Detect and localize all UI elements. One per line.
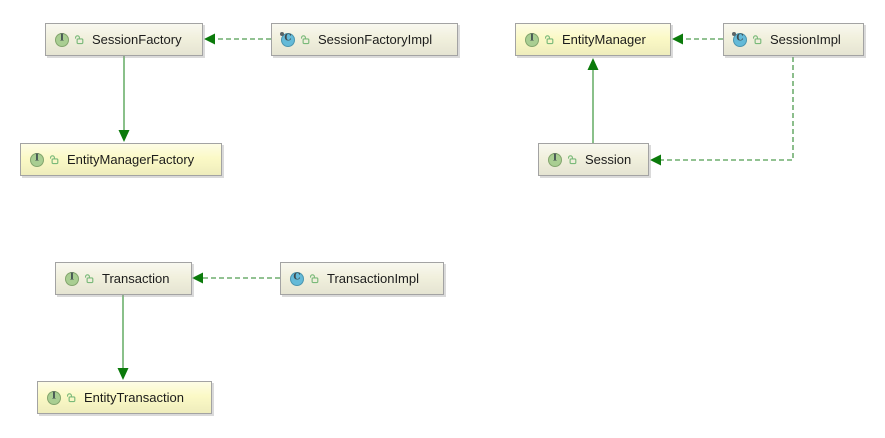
node-entitymanagerfactory[interactable]: I EntityManagerFactory bbox=[20, 143, 222, 176]
edge-session-to-entitymanager[interactable] bbox=[587, 58, 599, 143]
public-lock-icon bbox=[752, 35, 762, 45]
interface-icon: I bbox=[55, 32, 69, 47]
dashed-connector-line bbox=[661, 57, 794, 161]
edge-sessionfactory-to-entitymanagerfactory[interactable] bbox=[118, 56, 130, 142]
node-label: EntityManagerFactory bbox=[67, 152, 195, 167]
public-lock-icon bbox=[300, 35, 310, 45]
public-lock-icon bbox=[84, 274, 94, 284]
node-transactionimpl[interactable]: C TransactionImpl bbox=[280, 262, 444, 295]
arrowhead-icon bbox=[672, 33, 683, 45]
class-icon: C bbox=[290, 271, 304, 286]
node-label: Session bbox=[585, 152, 632, 167]
edge-transactionimpl-to-transaction[interactable] bbox=[192, 272, 280, 284]
class-icon: C bbox=[280, 31, 295, 47]
public-lock-icon bbox=[49, 155, 59, 165]
node-session[interactable]: I Session bbox=[538, 143, 649, 176]
node-sessionimpl[interactable]: C SessionImpl bbox=[723, 23, 864, 56]
arrowhead-icon bbox=[117, 368, 129, 380]
node-label: EntityTransaction bbox=[84, 390, 184, 405]
arrowhead-icon bbox=[118, 130, 130, 142]
node-entitytransaction[interactable]: I EntityTransaction bbox=[37, 381, 212, 414]
node-label: TransactionImpl bbox=[327, 271, 419, 286]
node-transaction[interactable]: I Transaction bbox=[55, 262, 192, 295]
edge-sessionimpl-to-session[interactable] bbox=[650, 57, 794, 166]
arrowhead-icon bbox=[192, 272, 203, 284]
edge-transaction-to-entitytransaction[interactable] bbox=[117, 295, 129, 380]
type-letter: I bbox=[59, 33, 65, 44]
node-label: Transaction bbox=[102, 271, 170, 286]
node-sessionfactory[interactable]: I SessionFactory bbox=[45, 23, 203, 56]
type-letter: I bbox=[552, 153, 558, 164]
arrowhead-icon bbox=[587, 58, 599, 70]
class-icon: C bbox=[732, 31, 747, 47]
public-lock-icon bbox=[66, 393, 76, 403]
interface-icon: I bbox=[525, 32, 539, 47]
type-letter: C bbox=[293, 272, 301, 283]
arrowhead-icon bbox=[204, 33, 215, 45]
interface-icon: I bbox=[548, 152, 562, 167]
node-entitymanager[interactable]: I EntityManager bbox=[515, 23, 671, 56]
node-label: EntityManager bbox=[562, 32, 646, 47]
public-lock-icon bbox=[567, 155, 577, 165]
public-lock-icon bbox=[309, 274, 319, 284]
interface-icon: I bbox=[30, 152, 44, 167]
public-lock-icon bbox=[544, 35, 554, 45]
interface-icon: I bbox=[47, 390, 61, 405]
type-letter: C bbox=[736, 33, 744, 44]
edge-sessionfactoryimpl-to-sessionfactory[interactable] bbox=[204, 33, 271, 45]
node-label: SessionFactory bbox=[92, 32, 182, 47]
node-label: SessionFactoryImpl bbox=[318, 32, 433, 47]
public-lock-icon bbox=[74, 35, 84, 45]
node-label: SessionImpl bbox=[770, 32, 841, 47]
modifier-dot-icon bbox=[732, 31, 736, 36]
type-letter: I bbox=[529, 33, 535, 44]
arrowhead-icon bbox=[650, 154, 661, 166]
edge-sessionimpl-to-entitymanager[interactable] bbox=[672, 33, 723, 45]
type-letter: C bbox=[284, 33, 292, 44]
type-letter: I bbox=[51, 391, 57, 402]
modifier-dot-icon bbox=[280, 31, 284, 36]
node-sessionfactoryimpl[interactable]: C SessionFactoryImpl bbox=[271, 23, 458, 56]
type-letter: I bbox=[34, 153, 40, 164]
interface-icon: I bbox=[65, 271, 79, 286]
type-letter: I bbox=[69, 272, 75, 283]
